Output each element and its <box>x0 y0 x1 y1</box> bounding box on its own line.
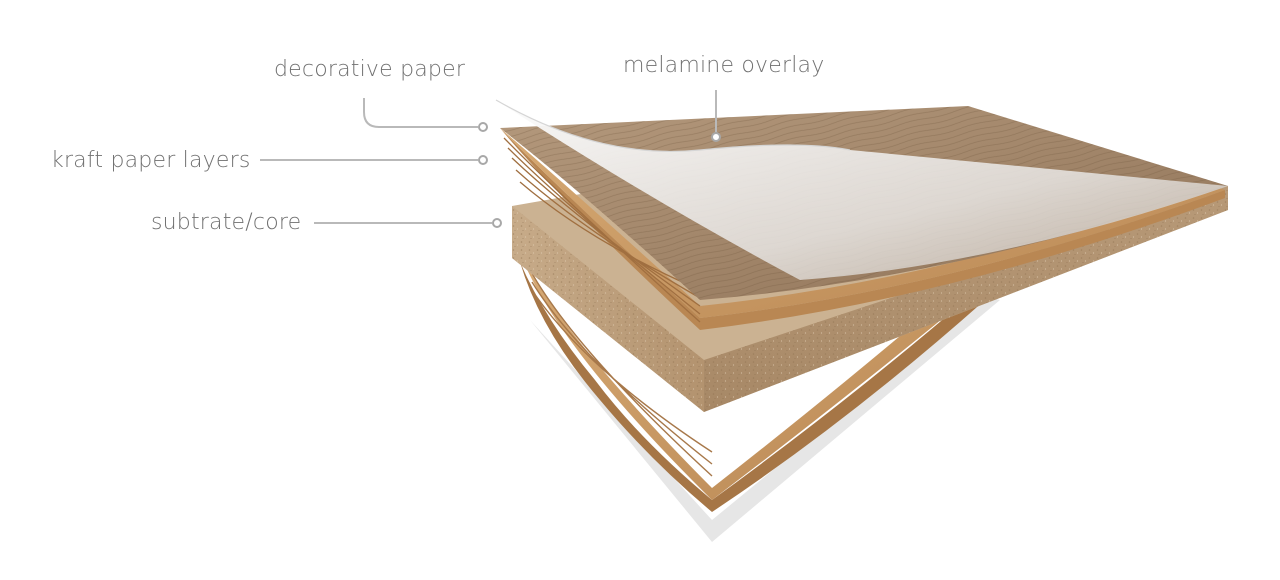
substrate-core-label: subtrate/core <box>151 210 301 235</box>
decorative-paper-leader <box>363 98 478 128</box>
melamine-overlay-label: melamine overlay <box>623 53 824 78</box>
kraft-paper-layers-label: kraft paper layers <box>51 148 250 173</box>
floor-shadow <box>530 296 1000 542</box>
decorative-paper-label: decorative paper <box>274 57 466 82</box>
decorative-paper-node <box>478 122 488 132</box>
melamine-overlay-node <box>711 132 721 142</box>
lower-kraft-paper-bundle <box>520 258 985 512</box>
upper-kraft-paper-layers <box>500 128 1225 330</box>
melamine-overlay-sheet <box>495 99 1228 280</box>
substrate-core-node <box>492 218 502 228</box>
kraft-paper-layers-node <box>478 155 488 165</box>
